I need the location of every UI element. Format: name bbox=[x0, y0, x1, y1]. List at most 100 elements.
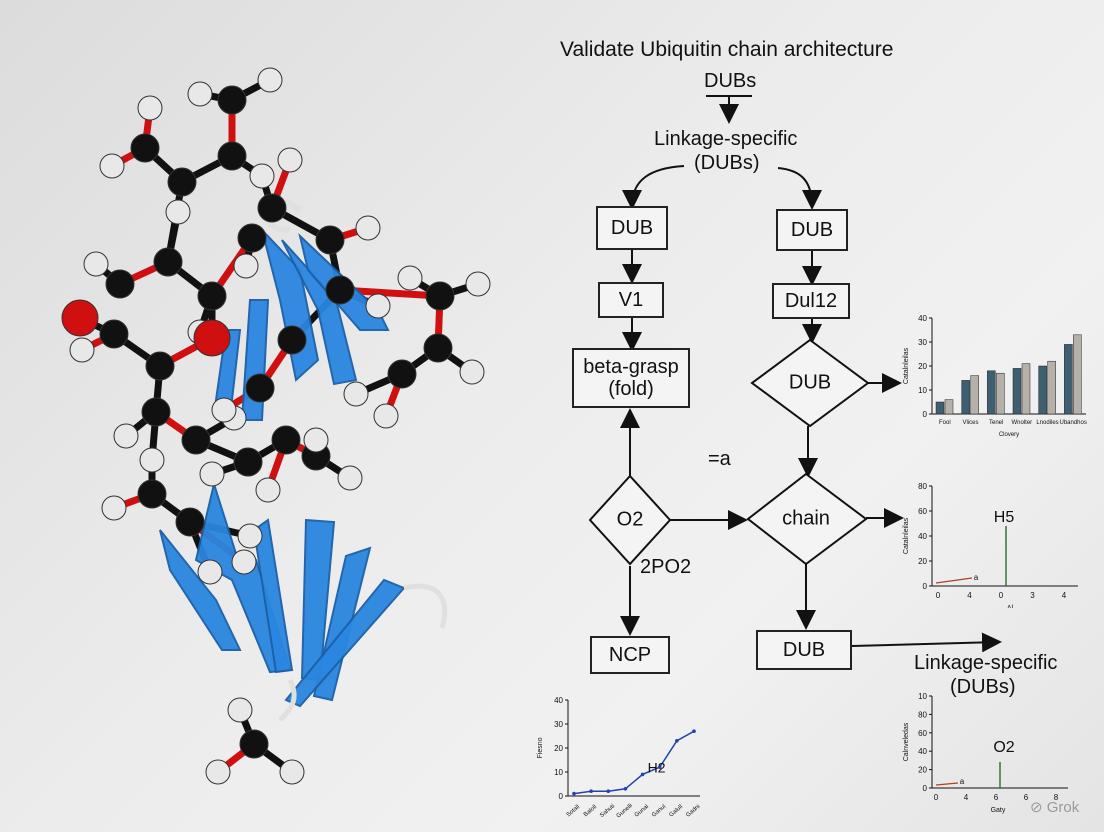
x-axis-label: Gaty bbox=[991, 807, 1006, 814]
scatter-chart-h5: 02040608004034AlCatalnleilasaH5 bbox=[898, 478, 1088, 608]
box-ncp: NCP bbox=[590, 636, 670, 674]
diagram-title: Validate Ubiquitin chain architecture bbox=[560, 38, 893, 62]
bar bbox=[971, 376, 979, 414]
x-tick-label: 3 bbox=[1030, 591, 1035, 600]
x-tick-label: Tenel bbox=[989, 420, 1003, 426]
data-point bbox=[589, 789, 593, 793]
x-tick-label: 0 bbox=[936, 591, 941, 600]
box-dul12: Dul12 bbox=[772, 283, 850, 319]
y-axis-label: Catalnleilas bbox=[903, 347, 910, 384]
bar bbox=[962, 380, 970, 414]
bar bbox=[1073, 335, 1081, 414]
watermark: ⊘ Grok bbox=[1030, 798, 1079, 816]
y-tick-label: 60 bbox=[918, 729, 927, 738]
equals-label: =a bbox=[708, 448, 731, 471]
y-tick-label: 20 bbox=[918, 362, 927, 371]
linkage-bottom-line1: Linkage-specific bbox=[914, 652, 1057, 675]
beta-grasp-line2: (fold) bbox=[608, 378, 654, 400]
y-axis-label: Catalnleilas bbox=[903, 517, 910, 554]
x-tick-label: Vlices bbox=[962, 420, 978, 426]
y-tick-label: 10 bbox=[554, 768, 563, 777]
x-tick-label: Wnolter bbox=[1011, 420, 1032, 426]
bar bbox=[1039, 366, 1047, 414]
x-tick-label: 6 bbox=[1024, 793, 1029, 802]
bar bbox=[987, 371, 995, 414]
line-chart: 010203040SotallBalollSahutiGunelliGunalG… bbox=[530, 694, 706, 826]
box-dub-bottom: DUB bbox=[756, 630, 852, 670]
box-dub-right: DUB bbox=[776, 209, 848, 251]
data-line bbox=[936, 783, 958, 785]
bar bbox=[1048, 361, 1056, 414]
y-axis-label: Calnveledas bbox=[903, 722, 910, 761]
y-tick-label: 80 bbox=[918, 710, 927, 719]
y-tick-label: 0 bbox=[923, 410, 928, 419]
decision-o2-label: O2 bbox=[617, 509, 644, 532]
x-tick-label: Ganul bbox=[651, 804, 667, 819]
top-dubs-label: DUBs bbox=[704, 70, 756, 93]
x-tick-label: Sotall bbox=[566, 804, 581, 818]
x-tick-label: 6 bbox=[994, 793, 999, 802]
data-point bbox=[692, 729, 696, 733]
data-line bbox=[936, 578, 972, 583]
annotation-o2: O2 bbox=[993, 739, 1014, 756]
y-tick-label: 0 bbox=[923, 784, 928, 793]
y-tick-label: 20 bbox=[918, 557, 927, 566]
bar bbox=[996, 373, 1004, 414]
x-tick-label: 0 bbox=[999, 591, 1004, 600]
y-tick-label: 80 bbox=[918, 482, 927, 491]
watermark-icon: ⊘ bbox=[1030, 799, 1043, 816]
x-tick-label: 0 bbox=[934, 793, 939, 802]
box-v1: V1 bbox=[598, 282, 664, 318]
y-tick-label: 20 bbox=[918, 766, 927, 775]
watermark-text: Grok bbox=[1047, 799, 1080, 816]
x-tick-label: Gunal bbox=[634, 804, 650, 819]
po-label: 2PO2 bbox=[640, 556, 691, 579]
annotation-h2: H2 bbox=[648, 759, 666, 775]
note-label: a bbox=[974, 573, 979, 582]
box-beta-grasp: beta-grasp (fold) bbox=[572, 348, 690, 408]
bar bbox=[1064, 344, 1072, 414]
annotation-h5: H5 bbox=[994, 509, 1015, 526]
data-point bbox=[624, 787, 628, 791]
bar bbox=[1013, 368, 1021, 414]
box-dub-left: DUB bbox=[596, 206, 668, 250]
beta-grasp-line1: beta-grasp bbox=[583, 356, 679, 378]
x-tick-label: Lnodiles bbox=[1036, 420, 1058, 426]
linkage-specific-label: Linkage-specific bbox=[654, 128, 797, 151]
x-tick-label: Fool bbox=[939, 420, 951, 426]
y-tick-label: 20 bbox=[554, 744, 563, 753]
data-point bbox=[675, 739, 679, 743]
data-point bbox=[606, 789, 610, 793]
x-tick-label: 4 bbox=[964, 793, 969, 802]
x-axis-label: Al bbox=[1007, 605, 1014, 608]
y-tick-label: 0 bbox=[559, 792, 564, 801]
bar bbox=[936, 402, 944, 414]
x-axis-label: Clovery bbox=[999, 432, 1019, 438]
note-label: a bbox=[960, 777, 965, 786]
y-tick-label: 0 bbox=[923, 582, 928, 591]
data-point bbox=[641, 773, 645, 777]
x-tick-label: Ubandhos bbox=[1059, 420, 1086, 426]
y-tick-label: 40 bbox=[918, 747, 927, 756]
y-tick-label: 30 bbox=[554, 720, 563, 729]
x-tick-label: 4 bbox=[967, 591, 972, 600]
y-axis-label: Fiesno bbox=[537, 737, 544, 758]
decision-dub-label: DUB bbox=[789, 372, 831, 395]
y-tick-label: 60 bbox=[918, 507, 927, 516]
y-tick-label: 10 bbox=[918, 692, 927, 701]
decision-chain-label: chain bbox=[782, 508, 830, 531]
data-point bbox=[572, 792, 576, 796]
y-tick-label: 40 bbox=[918, 314, 927, 323]
x-tick-label: Baloll bbox=[583, 804, 598, 818]
y-tick-label: 10 bbox=[918, 386, 927, 395]
y-tick-label: 40 bbox=[918, 532, 927, 541]
x-tick-label: 4 bbox=[1062, 591, 1067, 600]
bar bbox=[945, 400, 953, 414]
y-tick-label: 30 bbox=[918, 338, 927, 347]
x-tick-label: Gadni bbox=[685, 804, 701, 819]
x-tick-label: Sahuti bbox=[599, 803, 616, 819]
y-tick-label: 40 bbox=[554, 696, 563, 705]
bar bbox=[1022, 364, 1030, 414]
